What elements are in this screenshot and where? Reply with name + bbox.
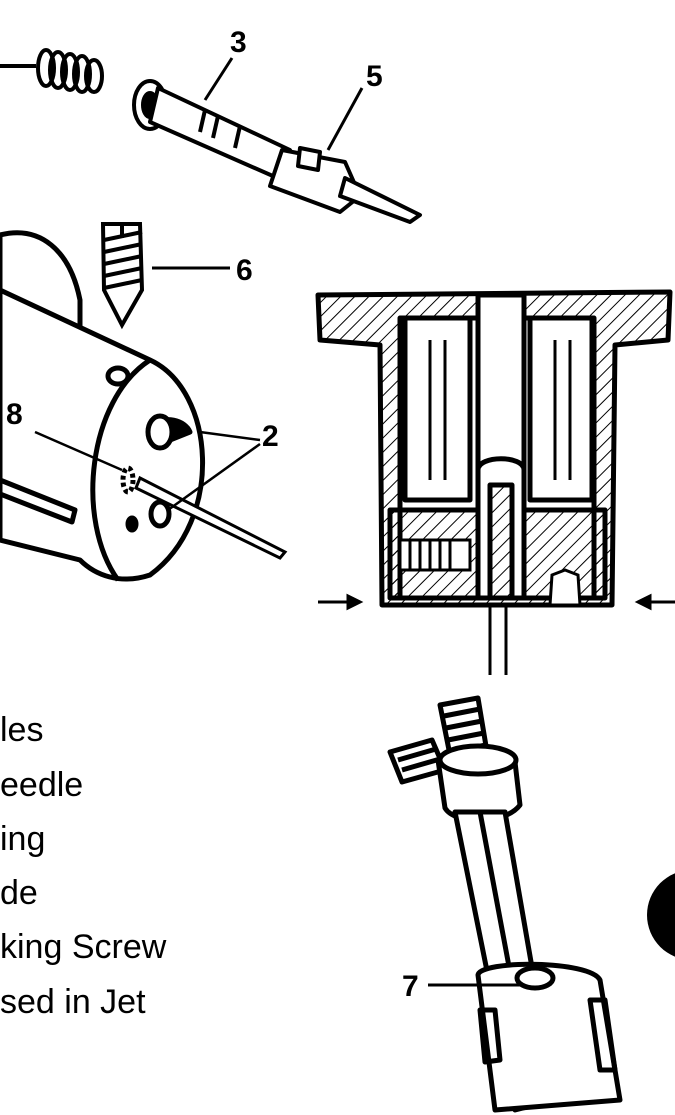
piston-body (0, 230, 205, 582)
spring-part (0, 48, 104, 94)
carburetor-cross-section (315, 289, 673, 608)
locking-screw (100, 222, 145, 330)
legend-line-3: ing (0, 820, 46, 858)
edge-marker (647, 873, 675, 957)
callout-8: 8 (6, 398, 23, 431)
legend-line-6: sed in Jet (0, 983, 146, 1021)
leader-lines-top (203, 57, 364, 151)
callout-6: 6 (236, 254, 253, 287)
piston-needle (134, 475, 288, 560)
legend-line-4: de (0, 874, 38, 912)
legend-line-5: king Screw (0, 928, 167, 966)
needle-assembly (132, 79, 422, 224)
airflow-arrows (318, 593, 675, 611)
callout-3: 3 (230, 26, 247, 59)
cross-section-details (398, 340, 582, 675)
leader-lines-piston (34, 430, 261, 512)
callout-7: 7 (402, 970, 419, 1003)
callout-5: 5 (366, 60, 383, 93)
jet-tube-assembly (387, 695, 623, 1113)
callout-2: 2 (262, 420, 279, 453)
legend-line-1: les (0, 711, 44, 749)
legend-line-2: eedle (0, 766, 84, 804)
